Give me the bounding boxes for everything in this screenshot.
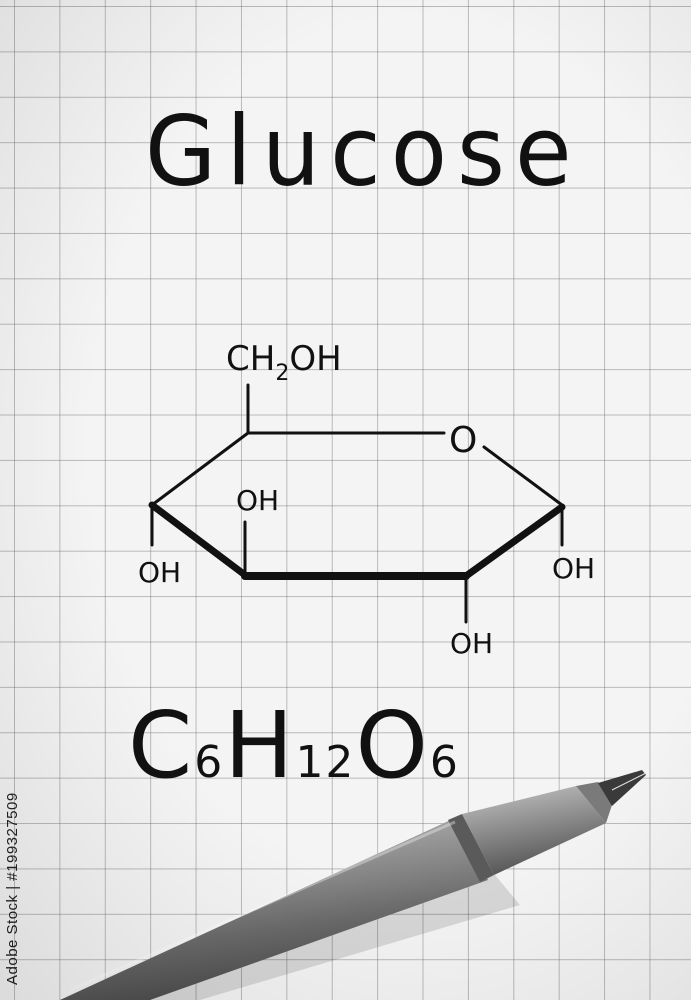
bond-c4-c3 <box>148 501 249 579</box>
pen-needle-highlight <box>611 772 647 791</box>
pen-cone <box>462 786 606 875</box>
formula-h: H <box>224 692 296 799</box>
molecular-formula: C6H12O6 <box>128 692 460 799</box>
ch2oh-label: CH2OH <box>226 339 342 386</box>
stock-watermark: Adobe Stock | #199327509 <box>4 792 21 985</box>
glucose-title: Glucose <box>145 95 582 208</box>
formula-o-count: 6 <box>429 737 460 788</box>
formula-c-count: 6 <box>194 737 225 788</box>
bond-c2-c1 <box>462 503 566 580</box>
pen-barrel <box>60 818 488 1000</box>
oh-label-c3: OH <box>236 484 279 517</box>
formula-o: O <box>355 692 430 799</box>
pen-barrel-highlight <box>69 820 456 992</box>
bond-o-c1 <box>482 445 564 507</box>
bond-c5-c4 <box>150 431 250 507</box>
oh-label-c2: OH <box>450 627 493 660</box>
formula-c: C <box>128 692 195 799</box>
pen-grip-ring <box>448 814 494 882</box>
ring-oxygen-label: O <box>449 420 477 461</box>
oh-label-c1: OH <box>552 552 595 585</box>
pen-tip-collar <box>576 782 612 823</box>
oh-label-c4: OH <box>138 556 181 589</box>
formula-h-count: 12 <box>295 737 356 788</box>
